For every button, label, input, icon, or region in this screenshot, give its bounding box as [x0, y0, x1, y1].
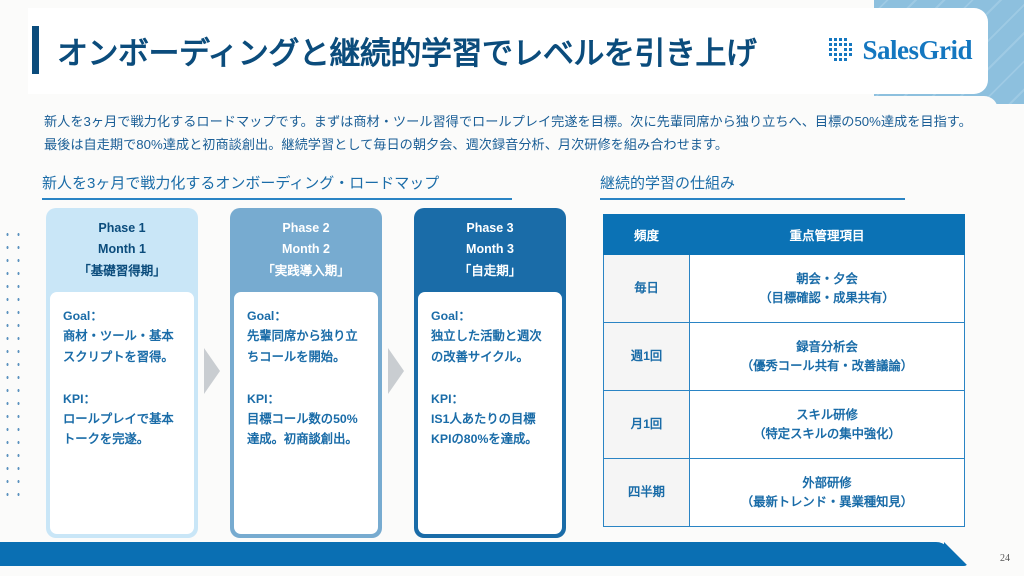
title-accent-bar: [32, 26, 39, 74]
phase-card-1-kpi-label: KPI：: [63, 391, 96, 406]
phase-card-3-goal: Goal： 独立した活動と週次の改善サイクル。: [431, 306, 549, 367]
table-cell-frequency: 月1回: [603, 390, 690, 459]
phase-card-1-kpi: KPI： ロールプレイで基本トークを完遂。: [63, 389, 181, 450]
phase-card-2-month: Month 2: [282, 242, 330, 257]
table-cell-frequency: 毎日: [603, 254, 690, 323]
phase-card-1-goal-text: 商材・ツール・基本スクリプトを習得。: [63, 329, 174, 364]
section-heading-roadmap: 新人を3ヶ月で戦力化するオンボーディング・ロードマップ: [42, 172, 512, 200]
phase-card-1-header: Phase 1 Month 1 「基礎習得期」: [46, 208, 198, 292]
slide-header: オンボーディングと継続的学習でレベルを引き上げ SalesGrid: [0, 14, 1000, 86]
learning-cadence-table: 頻度 重点管理項目 毎日 朝会・夕会 （目標確認・成果共有） 週1回 録音分析会…: [603, 214, 965, 527]
grid-dots-logo-icon: [829, 38, 853, 61]
phase-card-1[interactable]: Phase 1 Month 1 「基礎習得期」 Goal： 商材・ツール・基本ス…: [46, 208, 198, 538]
phase-card-2[interactable]: Phase 2 Month 2 「実践導入期」 Goal： 先輩同席から独り立ち…: [230, 208, 382, 538]
phase-card-3-month: Month 3: [466, 242, 514, 257]
table-cell-item-title: 朝会・夕会: [796, 272, 858, 287]
phase-card-2-kpi-label: KPI：: [247, 391, 280, 406]
phase-card-2-kpi-text: 目標コール数の50%達成。初商談創出。: [247, 412, 358, 447]
phase-card-1-goal-label: Goal：: [63, 309, 103, 323]
table-cell-item-detail: （優秀コール共有・改善議論）: [740, 358, 914, 373]
phase-card-2-header: Phase 2 Month 2 「実践導入期」: [230, 208, 382, 292]
phase-card-3-phase: Phase 3: [466, 220, 514, 235]
table-cell-item: 朝会・夕会 （目標確認・成果共有）: [689, 254, 965, 323]
table-row[interactable]: 四半期 外部研修 （最新トレンド・異業種知見）: [603, 458, 965, 527]
header-white-panel: [28, 8, 988, 94]
table-cell-frequency: 週1回: [603, 322, 690, 391]
phase-card-2-name: 「実践導入期」: [262, 263, 350, 278]
phase-card-3-kpi-label: KPI：: [431, 391, 464, 406]
brand-name: SalesGrid: [862, 34, 972, 65]
table-cell-item-title: 録音分析会: [796, 340, 858, 355]
table-cell-item-detail: （目標確認・成果共有）: [759, 290, 895, 305]
table-cell-item: 録音分析会 （優秀コール共有・改善議論）: [689, 322, 965, 391]
dot-grid-decoration: [2, 228, 28, 496]
table-row[interactable]: 週1回 録音分析会 （優秀コール共有・改善議論）: [603, 322, 965, 391]
bottom-accent-bar: [0, 542, 952, 566]
phase-card-3-body: Goal： 独立した活動と週次の改善サイクル。 KPI： IS1人あたりの目標K…: [418, 292, 562, 534]
table-row[interactable]: 月1回 スキル研修 （特定スキルの集中強化）: [603, 390, 965, 459]
phase-card-3-kpi-text: IS1人あたりの目標KPIの80%を達成。: [431, 412, 538, 447]
brand-logo: SalesGrid: [827, 35, 972, 66]
phase-card-3[interactable]: Phase 3 Month 3 「自走期」 Goal： 独立した活動と週次の改善…: [414, 208, 566, 538]
table-cell-item-detail: （最新トレンド・異業種知見）: [740, 494, 914, 509]
phase-card-2-goal-label: Goal：: [247, 309, 287, 323]
page-number: 24: [1000, 553, 1010, 564]
phase-card-1-kpi-text: ロールプレイで基本トークを完遂。: [63, 412, 174, 447]
table-cell-item: 外部研修 （最新トレンド・異業種知見）: [689, 458, 965, 527]
arrow-phase1-to-phase2-icon: [204, 348, 220, 394]
section-heading-learning: 継続的学習の仕組み: [600, 172, 905, 200]
phase-card-1-month: Month 1: [98, 242, 146, 257]
phase-card-3-kpi: KPI： IS1人あたりの目標KPIの80%を達成。: [431, 389, 549, 450]
table-row[interactable]: 毎日 朝会・夕会 （目標確認・成果共有）: [603, 254, 965, 323]
table-cell-item-title: スキル研修: [796, 408, 858, 423]
table-header-row: 頻度 重点管理項目: [603, 214, 965, 255]
phase-card-1-goal: Goal： 商材・ツール・基本スクリプトを習得。: [63, 306, 181, 367]
table-cell-item-title: 外部研修: [802, 476, 852, 491]
phase-card-2-body: Goal： 先輩同席から独り立ちコールを開始。 KPI： 目標コール数の50%達…: [234, 292, 378, 534]
phase-card-2-goal-text: 先輩同席から独り立ちコールを開始。: [247, 329, 358, 364]
arrow-phase2-to-phase3-icon: [388, 348, 404, 394]
phase-card-2-goal: Goal： 先輩同席から独り立ちコールを開始。: [247, 306, 365, 367]
phase-card-1-body: Goal： 商材・ツール・基本スクリプトを習得。 KPI： ロールプレイで基本ト…: [50, 292, 194, 534]
phase-roadmap: Phase 1 Month 1 「基礎習得期」 Goal： 商材・ツール・基本ス…: [46, 208, 568, 538]
lead-paragraph: 新人を3ヶ月で戦力化するロードマップです。まずは商材・ツール習得でロールプレイ完…: [44, 114, 972, 153]
phase-card-3-header: Phase 3 Month 3 「自走期」: [414, 208, 566, 292]
phase-card-3-goal-label: Goal：: [431, 309, 471, 323]
table-cell-item: スキル研修 （特定スキルの集中強化）: [689, 390, 965, 459]
table-header-frequency: 頻度: [603, 214, 690, 255]
phase-card-2-phase: Phase 2: [282, 220, 330, 235]
phase-card-2-kpi: KPI： 目標コール数の50%達成。初商談創出。: [247, 389, 365, 450]
phase-card-1-phase: Phase 1: [98, 220, 146, 235]
table-cell-frequency: 四半期: [603, 458, 690, 527]
table-header-item: 重点管理項目: [689, 214, 965, 255]
table-cell-item-detail: （特定スキルの集中強化）: [753, 426, 901, 441]
phase-card-1-name: 「基礎習得期」: [78, 263, 166, 278]
phase-card-3-goal-text: 独立した活動と週次の改善サイクル。: [431, 329, 542, 364]
page-title: オンボーディングと継続的学習でレベルを引き上げ: [57, 35, 757, 71]
phase-card-3-name: 「自走期」: [458, 263, 522, 278]
